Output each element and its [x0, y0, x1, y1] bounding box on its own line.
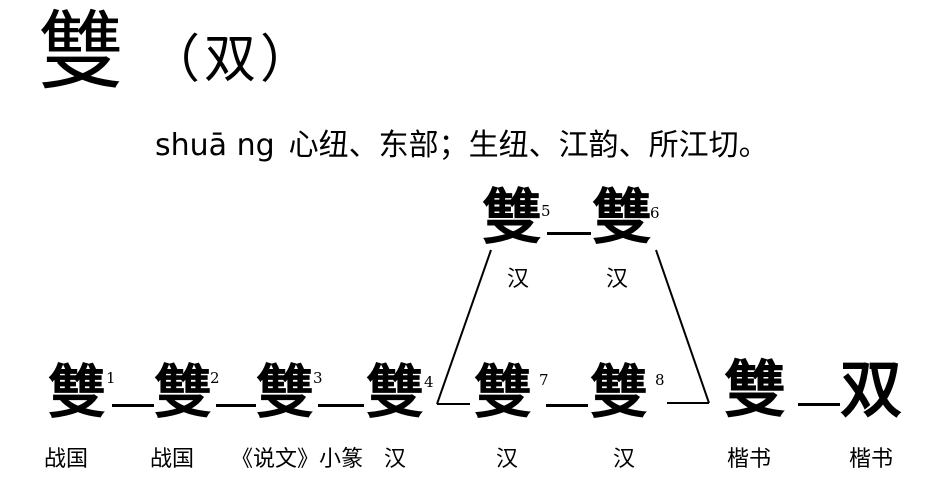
pronunciation-line: shuā ng 心纽、东部；生纽、江韵、所江切。 [155, 126, 769, 166]
period-label-4: 汉 [384, 447, 407, 472]
glyph-kaishu-traditional: 雙 [724, 353, 787, 426]
glyph-form-1: 雙 [48, 358, 107, 426]
evolution-dash [547, 232, 591, 235]
headword-traditional: 雙 [38, 2, 124, 102]
evolution-dash [112, 404, 154, 407]
glyph-form-2: 雙 [154, 358, 213, 426]
headword-simplified: （双） [148, 30, 317, 90]
glyph-index-6: 6 [650, 204, 660, 222]
period-label-kaishu-2: 楷书 [849, 447, 894, 472]
glyph-form-4: 雙 [366, 358, 425, 426]
period-label-7: 汉 [496, 447, 519, 472]
glyph-index-4: 4 [424, 373, 434, 391]
glyph-form-8: 雙 [590, 358, 649, 426]
glyph-index-1: 1 [106, 369, 116, 387]
glyph-index-5: 5 [541, 202, 551, 220]
period-label-5: 汉 [507, 267, 530, 292]
evolution-dash [216, 404, 256, 407]
glyph-form-7: 雙 [474, 358, 533, 426]
phonology-notes: 心纽、东部；生纽、江韵、所江切。 [288, 128, 769, 163]
glyph-index-7: 7 [539, 371, 549, 389]
period-label-6: 汉 [606, 267, 629, 292]
period-label-8: 汉 [613, 447, 636, 472]
period-label-3: 《说文》小篆 [231, 447, 364, 472]
glyph-form-5: 雙 [482, 183, 542, 253]
period-label-1: 战国 [44, 447, 89, 472]
period-label-2: 战国 [150, 447, 195, 472]
glyph-kaishu-simplified: 双 [840, 353, 903, 426]
pinyin: shuā ng [155, 128, 275, 163]
glyph-form-6: 雙 [592, 183, 652, 253]
glyph-index-3: 3 [313, 369, 323, 387]
glyph-index-2: 2 [210, 369, 220, 387]
glyph-form-3: 雙 [256, 358, 315, 426]
period-label-kaishu-1: 楷书 [727, 447, 772, 472]
glyph-index-8: 8 [655, 371, 665, 389]
evolution-dash [546, 404, 588, 407]
evolution-dash [798, 403, 840, 406]
evolution-dash [318, 404, 364, 407]
